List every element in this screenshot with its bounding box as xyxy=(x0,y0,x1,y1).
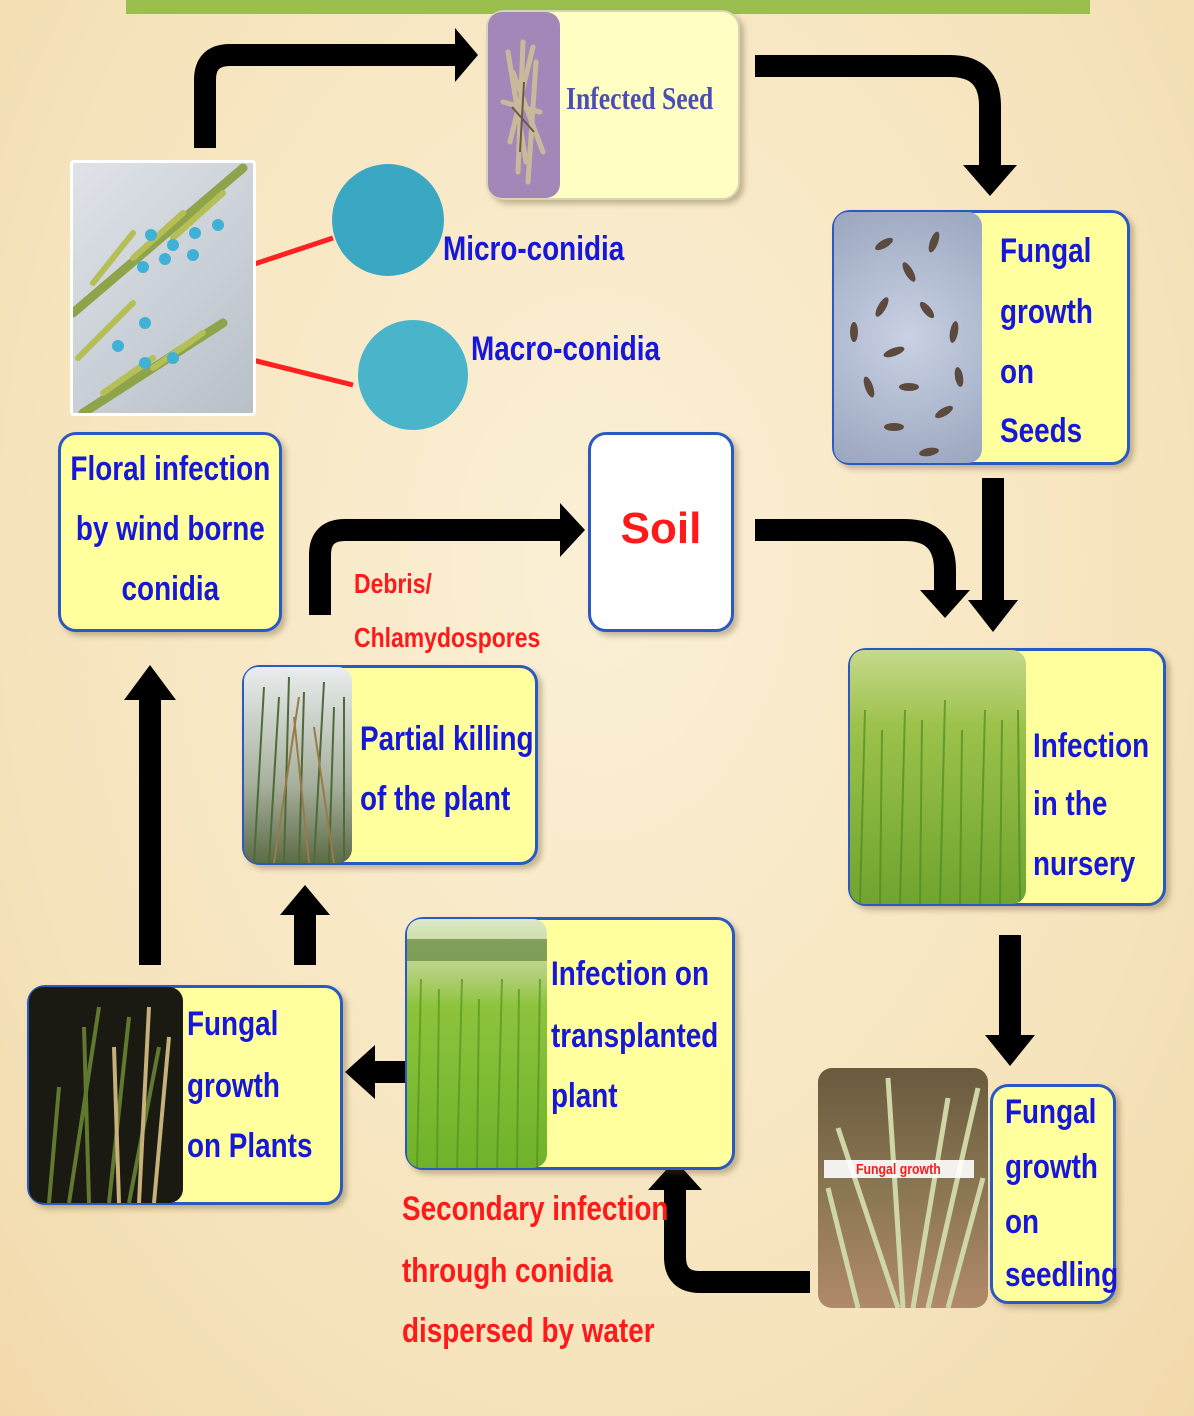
soil-label: Soil xyxy=(588,500,734,558)
seeds-petri-photo xyxy=(834,212,982,463)
floral-infection-line2: by wind borne xyxy=(58,500,283,558)
infection-transplanted-line2: transplanted xyxy=(551,1007,718,1065)
secondary-infection-line2: through conidia xyxy=(402,1242,613,1300)
nursery-photo xyxy=(850,650,1026,904)
infection-transplanted-line3: plant xyxy=(551,1067,618,1125)
fungal-growth-seeds-line3: on xyxy=(1000,343,1034,401)
debris-line1: Debris/ xyxy=(354,566,432,602)
infection-transplanted-line1: Infection on xyxy=(551,945,709,1003)
micro-conidia-label: Micro-conidia xyxy=(443,225,624,273)
macro-conidia-image xyxy=(358,320,468,430)
micro-conidia-image xyxy=(332,164,444,276)
fungal-growth-seedling-line1: Fungal xyxy=(1005,1085,1096,1140)
macro-conidia-label: Macro-conidia xyxy=(471,325,660,373)
infection-nursery-line3: nursery xyxy=(1033,835,1135,893)
partial-killing-line2: of the plant xyxy=(360,770,510,828)
fungal-growth-seedling-line4: seedling xyxy=(1005,1248,1118,1303)
partial-killing-photo xyxy=(244,667,352,863)
infection-nursery-line2: in the xyxy=(1033,775,1107,833)
secondary-infection-line3: dispersed by water xyxy=(402,1302,655,1360)
fungal-growth-plants-line1: Fungal xyxy=(187,995,278,1053)
floral-infection-line3: conidia xyxy=(58,560,283,618)
fungal-growth-seeds-line2: growth xyxy=(1000,283,1093,341)
partial-killing-line1: Partial killing xyxy=(360,710,534,768)
fungal-growth-tag: Fungal growth xyxy=(856,1160,941,1180)
debris-line2: Chlamydospores xyxy=(354,620,540,656)
infection-nursery-line1: Infection xyxy=(1033,717,1149,775)
fungal-growth-seeds-line1: Fungal xyxy=(1000,222,1091,280)
fungal-growth-plants-line3: on Plants xyxy=(187,1117,312,1175)
secondary-infection-line1: Secondary infection xyxy=(402,1180,668,1238)
transplanted-photo xyxy=(407,919,547,1168)
floral-infection-line1: Floral infection xyxy=(58,440,283,498)
plants-photo xyxy=(29,987,183,1203)
fungal-growth-seedling-line3: on xyxy=(1005,1195,1039,1250)
fungal-growth-plants-line2: growth xyxy=(187,1057,280,1115)
fungal-growth-seeds-line4: Seeds xyxy=(1000,402,1082,460)
fungal-growth-seedling-line2: growth xyxy=(1005,1140,1098,1195)
seedling-photo xyxy=(818,1068,988,1308)
